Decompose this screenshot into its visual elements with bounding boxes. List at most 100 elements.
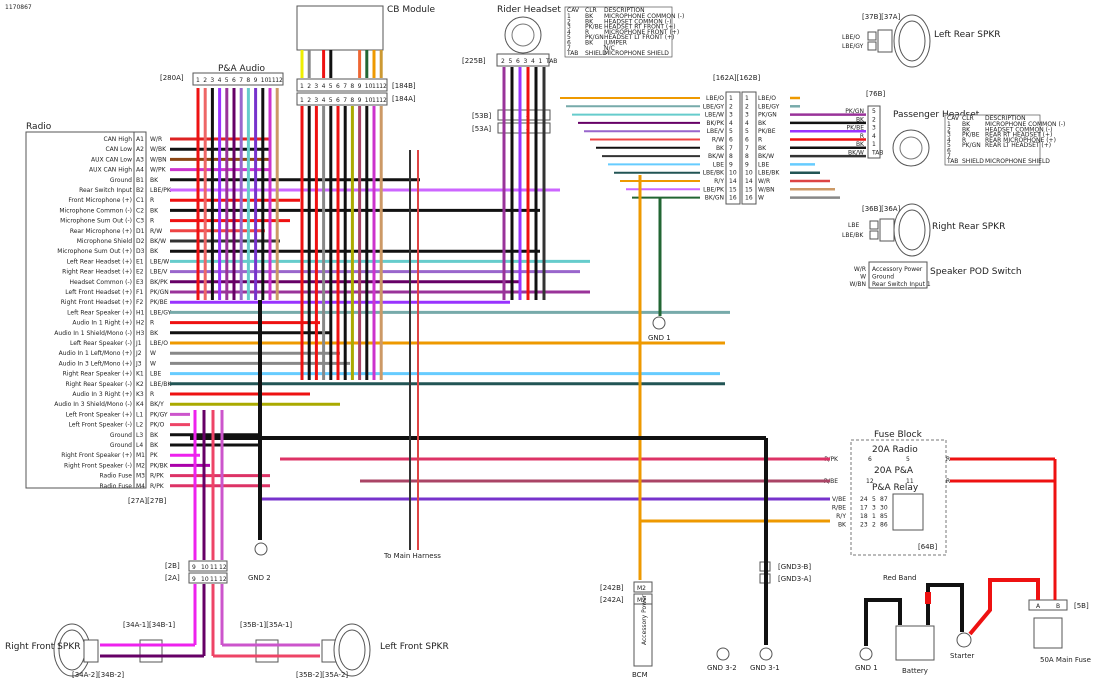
bcm-pin-a-label: M2 <box>637 597 646 604</box>
conn-2a-label: [2A] <box>165 574 180 582</box>
speaker-pod-line: Ground <box>872 274 894 281</box>
cb-pin-bottom: 11 <box>372 97 380 104</box>
rider-table-cell: PK/GN <box>585 34 604 41</box>
cb-pin-top: 1 <box>300 83 304 90</box>
passenger-wire-label: BK/W <box>848 150 864 157</box>
radio-pin-name: Audio In 3 Right (+) <box>72 391 132 398</box>
radio-wire-label: R/PK <box>150 483 165 490</box>
radio-pin-name: Right Rear Speaker (+) <box>63 371 132 378</box>
c162a-pin: 10 <box>729 170 737 177</box>
fuse1-pin-in: 6 <box>868 456 872 463</box>
fuse2-pin-in: 12 <box>866 478 874 485</box>
radio-pin-name: Left Rear Speaker (+) <box>67 309 132 316</box>
radio-wire-label: W <box>150 360 156 367</box>
radio-pin-id: D3 <box>136 248 145 255</box>
c162a-pin: 1 <box>729 95 733 102</box>
rider-connector-225b: [225B] <box>462 57 486 65</box>
c162-left-wire-label: LBE/V <box>707 128 725 135</box>
conn2b-pin: 11 <box>210 564 218 571</box>
radio-pin-id: B1 <box>136 177 144 184</box>
fuse2-pin-out: 11 <box>906 478 914 485</box>
radio-pin-id: A3 <box>136 156 144 163</box>
radio-pin-name: Left Rear Speaker (-) <box>70 340 132 347</box>
bcm-connector-242b: [242B] <box>600 584 624 592</box>
passenger-table-header: CLR <box>962 115 974 122</box>
lrs-pin1 <box>867 31 877 41</box>
passenger-headset-title: Passenger Headset <box>893 110 980 120</box>
pa-pin-number: 6 <box>232 77 236 84</box>
radio-wire-label: LBE/GY <box>150 309 172 316</box>
passenger-table-cell: 5 <box>947 142 951 149</box>
passenger-table-cell: BK <box>962 126 971 133</box>
passenger-wire-label: PK/BE <box>847 125 865 132</box>
radio-pin-id: A4 <box>136 167 144 174</box>
radio-pin-id: E1 <box>136 258 144 265</box>
radio-pin-id: E3 <box>136 279 144 286</box>
speaker-pod-title: Speaker POD Switch <box>930 267 1022 277</box>
c162b-pin: 9 <box>745 161 749 168</box>
radio-pin-id: F1 <box>136 289 143 296</box>
relay-label: P&A Relay <box>872 483 919 493</box>
rrs-pin2 <box>869 230 879 240</box>
pa-pin-number: 9 <box>254 77 258 84</box>
rider-headset-plug-inner <box>511 23 535 47</box>
radio-pin-name: Right Front Headset (+) <box>61 299 132 306</box>
c162-left-wire-label: LBE/GY <box>703 103 725 110</box>
c162-right-wire-label: LBE/BK <box>758 170 780 177</box>
radio-pin-name: Audio In 1 Shield/Mono (-) <box>54 330 132 337</box>
radio-pin-name: Ground <box>110 432 132 439</box>
radio-pin-id: K4 <box>136 401 144 408</box>
main-fuse-conn-label: [5B] <box>1074 602 1089 610</box>
passenger-wire-label: BK <box>856 116 865 123</box>
rider-connector-53a: [53A] <box>472 125 491 133</box>
radio-pin-name: AUX CAN Low <box>91 156 132 163</box>
radio-wire-label: R <box>150 391 154 398</box>
passenger-wire-label: PK/GN <box>845 108 864 115</box>
passenger-plug-inner <box>899 136 923 160</box>
cb-pin-bottom: 7 <box>343 97 347 104</box>
c162-left-wire-label: BK <box>716 145 725 152</box>
radio-pin-name: Right Rear Headset (+) <box>62 269 132 276</box>
passenger-table-cell: MICROPHONE SHIELD <box>985 158 1050 165</box>
rider-table-header: DESCRIPTION <box>604 7 645 14</box>
rider-table-cell: 3 <box>567 24 571 31</box>
radio-pin-name: Audio In 3 Shield/Mono (-) <box>54 401 132 408</box>
radio-wire-label: LBE/V <box>150 269 168 276</box>
rider-table-cell: HEADSET LT FRONT (+) <box>604 34 674 41</box>
c162-left-wire-label: BK/GN <box>705 195 724 202</box>
passenger-table-frame <box>944 114 1041 166</box>
radio-wire-label: PK/BK <box>150 462 169 469</box>
bcm-box <box>633 603 653 667</box>
right-front-spkr-title: Right Front SPKR <box>5 642 80 652</box>
rider-headset-plug-icon <box>504 16 542 54</box>
radio-pin-id: M4 <box>136 483 145 490</box>
cb-pin-bottom: 10 <box>365 97 373 104</box>
red-band-label: Red Band <box>883 574 917 582</box>
c162-right-wire-label: LBE/O <box>758 95 776 102</box>
gnd3-1-icon <box>759 647 773 661</box>
c162-right-wire-label: W <box>758 195 764 202</box>
gnd2-label: GND 2 <box>248 574 271 582</box>
cb-pin-bottom: 4 <box>322 97 326 104</box>
relay-pin: 18 <box>860 513 868 520</box>
rrs-wire2: LBE/BK <box>842 232 864 239</box>
radio-wire-label: R <box>150 320 154 327</box>
c162a-pin: 7 <box>729 145 733 152</box>
pa-pin-number: 5 <box>225 77 229 84</box>
conn2a-pin: 10 <box>201 576 209 583</box>
radio-pin-id: L3 <box>136 432 143 439</box>
c162-right-wire-label: PK/BE <box>758 128 776 135</box>
radio-wire-label: BK/PK <box>150 279 169 286</box>
relay-wire-label: R/Y <box>836 513 846 520</box>
radio-pin-name: Microphone Sum Out (+) <box>57 248 132 255</box>
starter-wire <box>968 578 1040 636</box>
main-fuse-pin-a: A <box>1036 603 1041 610</box>
battery-pos-wire <box>926 583 964 632</box>
radio-pin-name: CAN High <box>104 136 133 143</box>
radio-pin-name: Right Rear Speaker (-) <box>65 381 132 388</box>
rider-table-cell: PK/BE <box>585 24 603 31</box>
c162a-pin: 6 <box>729 137 733 144</box>
lrs-pin2 <box>867 41 877 51</box>
